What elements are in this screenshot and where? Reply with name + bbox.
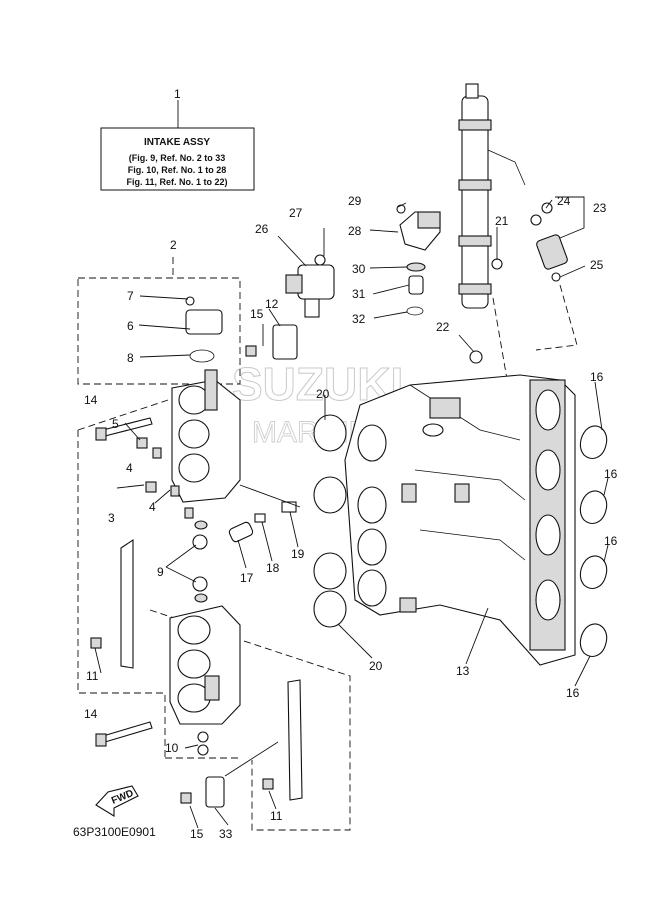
- throttle-body-lower: [169, 605, 241, 725]
- group-outlines: [77, 257, 351, 831]
- info-box-line-1: (Fig. 9, Ref. No. 2 to 33: [129, 153, 226, 163]
- callout-7: 7: [127, 289, 134, 303]
- callout-9: 9: [157, 565, 164, 579]
- callout-30: 30: [352, 262, 366, 276]
- drawing-code: 63P3100E0901: [73, 825, 156, 839]
- brackets: [120, 324, 303, 808]
- map-sensor: [396, 204, 503, 316]
- callout-25: 25: [590, 258, 604, 272]
- callout-16d: 16: [566, 686, 580, 700]
- callout-12: 12: [265, 297, 279, 311]
- callout-11a: 11: [86, 669, 99, 683]
- fasteners: [90, 345, 301, 804]
- callout-19: 19: [291, 547, 305, 561]
- callout-29: 29: [348, 194, 362, 208]
- callout-24: 24: [557, 194, 571, 208]
- callout-15b: 15: [190, 827, 204, 841]
- callout-31: 31: [352, 287, 366, 301]
- callout-10: 10: [165, 741, 179, 755]
- callout-4a: 4: [126, 461, 133, 475]
- throttle-position-sensor: [277, 228, 335, 318]
- callout-16b: 16: [604, 467, 618, 481]
- info-box: INTAKE ASSY (Fig. 9, Ref. No. 2 to 33 Fi…: [100, 100, 255, 191]
- callout-14b: 14: [84, 707, 98, 721]
- callout-2: 2: [170, 238, 177, 252]
- throttle-body-upper: [171, 296, 241, 503]
- callout-17: 17: [240, 571, 254, 585]
- callout-14a: 14: [84, 393, 98, 407]
- callout-18: 18: [266, 561, 280, 575]
- callout-21: 21: [495, 214, 509, 228]
- callout-11b: 11: [270, 809, 283, 823]
- callout-16a: 16: [590, 370, 604, 384]
- callout-15a: 15: [250, 307, 264, 321]
- fuel-rail: [458, 83, 526, 386]
- callout-labels: 1 2 3 4 4 5 6 7 8 9 10 11 11 12 13 14 14…: [84, 87, 618, 841]
- intake-manifold: [344, 350, 576, 666]
- callout-33: 33: [219, 827, 233, 841]
- callout-4b: 4: [149, 500, 156, 514]
- info-box-title: INTAKE ASSY: [144, 137, 210, 148]
- callout-23: 23: [593, 201, 607, 215]
- callout-1: 1: [174, 87, 181, 101]
- leader-lines: [94, 202, 609, 829]
- gaskets-20: [313, 414, 347, 628]
- callout-26: 26: [255, 222, 269, 236]
- callout-22: 22: [436, 320, 450, 334]
- callout-32: 32: [352, 312, 366, 326]
- callout-13: 13: [456, 664, 470, 678]
- fuel-injector: [530, 196, 586, 351]
- callout-8: 8: [127, 351, 134, 365]
- info-box-line-3: Fig. 11, Ref. No. 1 to 22): [126, 177, 227, 187]
- callout-20a: 20: [316, 387, 330, 401]
- callout-20b: 20: [369, 659, 383, 673]
- callout-6: 6: [127, 319, 134, 333]
- fwd-arrow: FWD: [95, 785, 139, 817]
- callout-16c: 16: [604, 534, 618, 548]
- info-box-line-2: Fig. 10, Ref. No. 1 to 28: [128, 165, 227, 175]
- callout-3: 3: [108, 511, 115, 525]
- callout-28: 28: [348, 224, 362, 238]
- gaskets-16: [579, 425, 608, 657]
- callout-5: 5: [112, 417, 119, 431]
- callout-27: 27: [289, 206, 303, 220]
